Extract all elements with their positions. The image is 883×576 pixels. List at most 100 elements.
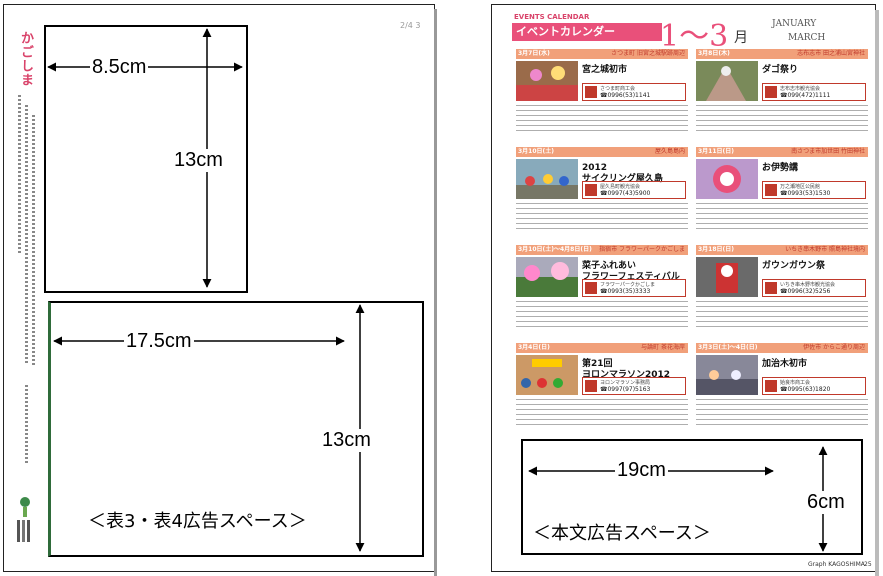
spine-text-line — [25, 385, 28, 465]
dimension-width-label: 19cm — [615, 459, 668, 482]
event-title: ダゴ祭り — [762, 65, 799, 75]
event-date-bar: 3月11日(日) 南さつま市加世田 竹田神社 — [696, 147, 868, 157]
event-date: 3月3日(土)〜4日(日) — [698, 344, 758, 351]
event-card: 3月8日(木) 志布志市 田之浦山宮神社 ダゴ祭り 志布志市観光協会☎099(4… — [696, 49, 868, 147]
magazine-footer: Graph KAGOSHIMA — [808, 561, 865, 568]
contact-phone: ☎0997(43)5900 — [600, 190, 651, 197]
event-card: 3月4日(日) 与論町 茶花海岸 第21回 ヨロンマラソン2012 ヨロンマラソ… — [516, 343, 688, 441]
event-card: 3月11日(日) 南さつま市加世田 竹田神社 お伊勢講 万之瀬地区公民館☎099… — [696, 147, 868, 245]
event-description — [696, 399, 868, 429]
event-date-bar: 3月8日(木) 志布志市 田之浦山宮神社 — [696, 49, 868, 59]
event-card: 3月3日(土)〜4日(日) 伊佐市 からこ通り周辺 加治木初市 姶良市商工会☎0… — [696, 343, 868, 441]
calendar-months: 1〜3 — [660, 19, 729, 54]
dimension-height-label: 13cm — [320, 429, 373, 452]
event-card: 3月10日(土)〜4月8日(日) 指宿市 フラワーパークかごしま 菜子ふれあい … — [516, 245, 688, 343]
page-number: 25 — [864, 561, 872, 568]
event-location: さつま町 旧宮之城駅跡周辺 — [611, 50, 685, 57]
event-title: 宮之城初市 — [582, 65, 628, 75]
event-date: 3月18日(日) — [698, 246, 735, 253]
dimension-width-label: 17.5cm — [124, 330, 194, 353]
event-date: 3月7日(水) — [518, 50, 550, 57]
dimension-height-label: 6cm — [805, 491, 847, 514]
event-contact: 姶良市商工会☎0995(63)1820 — [762, 377, 866, 395]
calendar-month-suffix: 月 — [734, 30, 748, 46]
event-location: 南さつま市加世田 竹田神社 — [791, 148, 865, 155]
contact-icon — [765, 184, 777, 196]
calendar-month-names: JANUARY MARCH — [772, 17, 825, 45]
event-photo — [696, 61, 758, 101]
event-photo — [516, 61, 578, 101]
event-description — [696, 203, 868, 233]
event-photo — [516, 159, 578, 199]
contact-phone: ☎0996(53)1141 — [600, 92, 651, 99]
event-title: 加治木初市 — [762, 359, 808, 369]
event-contact: フラワーパークかごしま☎0993(35)3333 — [582, 279, 686, 297]
right-page: EVENTS CALENDAR イベントカレンダー 1〜3 月 JANUARY … — [491, 4, 879, 576]
spine: かごしま — [12, 25, 38, 555]
event-date-bar: 3月10日(土)〜4月8日(日) 指宿市 フラワーパークかごしま — [516, 245, 688, 255]
calendar-english-title: EVENTS CALENDAR — [514, 13, 590, 21]
event-date-bar: 3月18日(日) いちき串木野市 照島神社境内 — [696, 245, 868, 255]
contact-org: フラワーパークかごしま — [600, 282, 655, 288]
contact-phone: ☎0996(32)5256 — [780, 288, 831, 295]
calendar-header: EVENTS CALENDAR イベントカレンダー 1〜3 月 JANUARY … — [510, 9, 870, 54]
calendar-month-start: JANUARY — [772, 19, 817, 29]
event-location: 伊佐市 からこ通り周辺 — [803, 344, 865, 351]
event-photo — [516, 355, 578, 395]
event-location: 指宿市 フラワーパークかごしま — [599, 246, 685, 253]
event-date: 3月10日(土) — [518, 148, 555, 155]
contact-icon — [765, 86, 777, 98]
event-contact: 志布志市観光協会☎099(472)1111 — [762, 83, 866, 101]
event-card: 3月7日(水) さつま町 旧宮之城駅跡周辺 宮之城初市 さつま町商工会☎0996… — [516, 49, 688, 147]
contact-phone: ☎0997(97)5163 — [600, 386, 651, 393]
logo-icon — [17, 497, 30, 542]
contact-org: 屋久島町観光協会 — [600, 184, 641, 190]
contact-org: 万之瀬地区公民館 — [780, 184, 821, 190]
event-photo — [696, 257, 758, 297]
contact-icon — [585, 380, 597, 392]
event-date-bar: 3月10日(土) 屋久島島内 — [516, 147, 688, 157]
contact-icon — [585, 184, 597, 196]
event-date-bar: 3月7日(水) さつま町 旧宮之城駅跡周辺 — [516, 49, 688, 59]
spine-text-line — [18, 95, 21, 255]
contact-phone: ☎0995(63)1820 — [780, 386, 831, 393]
event-photo — [696, 355, 758, 395]
event-description — [696, 105, 868, 135]
event-contact: 万之瀬地区公民館☎0993(53)1530 — [762, 181, 866, 199]
event-title: お伊勢講 — [762, 163, 799, 173]
event-location: 屋久島島内 — [654, 148, 685, 155]
contact-org: さつま町商工会 — [600, 86, 636, 92]
contact-phone: ☎0993(53)1530 — [780, 190, 831, 197]
event-description — [516, 399, 688, 429]
event-title: 2012 サイクリング屋久島 — [582, 163, 663, 184]
contact-icon — [765, 282, 777, 294]
event-location: いちき串木野市 照島神社境内 — [785, 246, 865, 253]
contact-org: いちき串木野市観光協会 — [780, 282, 836, 288]
contact-org: 志布志市観光協会 — [780, 86, 821, 92]
ad-space-title: ＜本文広告スペース＞ — [533, 523, 711, 544]
event-date: 3月11日(日) — [698, 148, 735, 155]
event-date: 3月10日(土)〜4月8日(日) — [518, 246, 592, 253]
contact-org: 姶良市商工会 — [780, 380, 811, 386]
event-photo — [696, 159, 758, 199]
event-contact: ヨロンマラソン事務局☎0997(97)5163 — [582, 377, 686, 395]
ad-space-body: 19cm 6cm ＜本文広告スペース＞ — [521, 439, 863, 555]
event-card: 3月18日(日) いちき串木野市 照島神社境内 ガウンガウン祭 いちき串木野市観… — [696, 245, 868, 343]
event-contact: さつま町商工会☎0996(53)1141 — [582, 83, 686, 101]
event-description — [516, 301, 688, 331]
contact-phone: ☎0993(35)3333 — [600, 288, 651, 295]
dimension-width-label: 8.5cm — [90, 56, 149, 79]
dimension-height-label: 13cm — [172, 149, 225, 172]
event-description — [516, 203, 688, 233]
event-location: 与論町 茶花海岸 — [641, 344, 685, 351]
page-shadow — [875, 10, 879, 576]
spine-text-line — [32, 115, 35, 365]
event-contact: いちき串木野市観光協会☎0996(32)5256 — [762, 279, 866, 297]
event-description — [516, 105, 688, 135]
contact-icon — [585, 86, 597, 98]
contact-icon — [765, 380, 777, 392]
spine-text-line — [25, 105, 28, 365]
page-shadow — [434, 9, 437, 576]
left-page: 2/4 3 かごしま — [3, 4, 437, 576]
